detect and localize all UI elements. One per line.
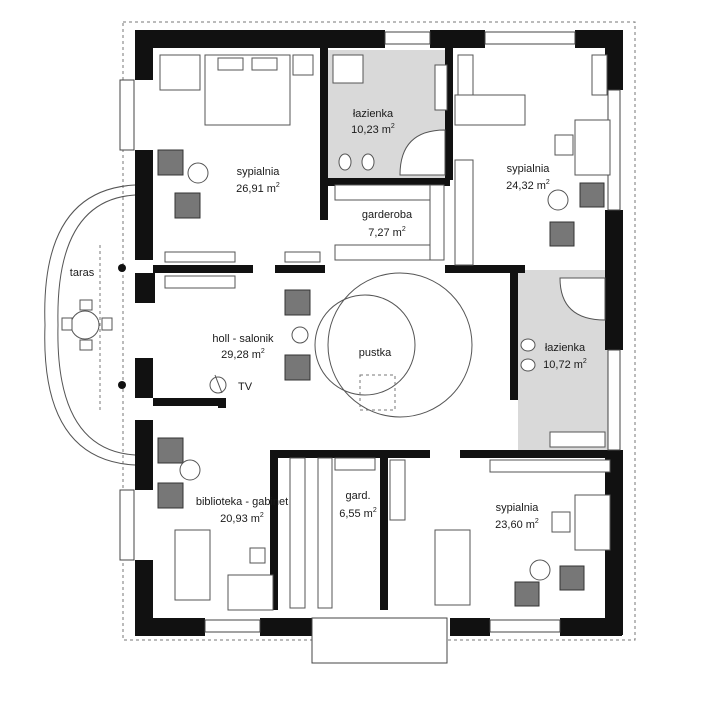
library-area: 20,93 m2: [220, 512, 264, 525]
walls: [135, 30, 623, 636]
hall-name: holl - salonik: [212, 333, 274, 345]
void-name: pustka: [359, 347, 392, 359]
bedroom-ne-area: 24,32 m2: [506, 179, 550, 192]
bedroom-nw-area: 26,91 m2: [236, 182, 280, 195]
terrace-columns: [118, 264, 126, 389]
bathroom-north-fixtures: [332, 54, 448, 176]
small-wardrobe-name: gard.: [345, 490, 370, 502]
terrace-name: taras: [70, 267, 95, 279]
hall-area: 29,28 m2: [221, 348, 265, 361]
bathroom-north-name: łazienka: [353, 108, 394, 120]
terrace: [44, 184, 136, 466]
bedroom-se-name: sypialnia: [496, 502, 540, 514]
small-wardrobe-racks: [317, 457, 376, 609]
bathroom-east-fixtures: [520, 277, 606, 448]
wardrobe-area: 7,27 m2: [368, 226, 406, 239]
bathroom-east-name: łazienka: [545, 342, 586, 354]
bathroom-north-area: 10,23 m2: [351, 123, 395, 136]
library-furniture: [157, 437, 306, 611]
hall-furniture: [164, 275, 311, 394]
bedroom-se-furniture: [389, 459, 611, 607]
bedroom-nw-furniture: [157, 54, 321, 263]
bathroom-east-area: 10,72 m2: [543, 358, 587, 371]
windows: [119, 31, 621, 664]
tv-label: TV: [238, 381, 253, 393]
wardrobe-racks: [334, 184, 445, 261]
wardrobe-name: garderoba: [362, 209, 413, 221]
stair-void: [314, 272, 473, 418]
terrace-table: [61, 299, 113, 351]
bedroom-ne-name: sypialnia: [507, 163, 551, 175]
small-wardrobe-area: 6,55 m2: [339, 507, 377, 520]
library-name: biblioteka - gabinet: [196, 496, 288, 508]
bedroom-se-area: 23,60 m2: [495, 518, 539, 531]
bedroom-nw-name: sypialnia: [237, 166, 281, 178]
bedroom-ne-furniture: [454, 54, 611, 266]
